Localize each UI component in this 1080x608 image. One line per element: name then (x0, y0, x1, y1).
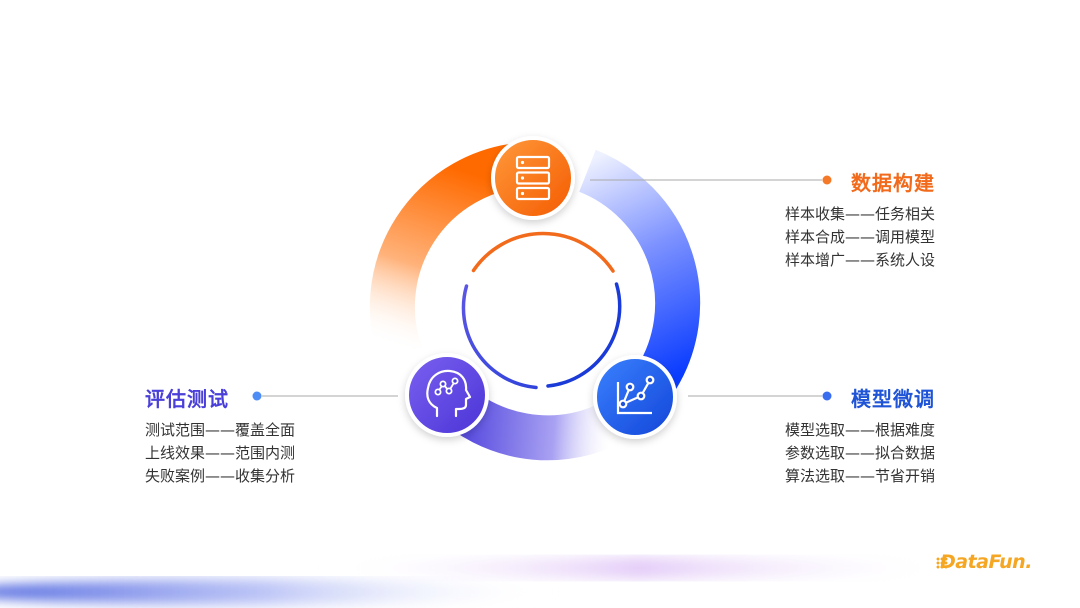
logo-text: DataFun. (940, 551, 1032, 573)
inner-ring-blue-right (546, 282, 622, 388)
list-item: 失败案例——收集分析 (145, 467, 296, 485)
server-icon (491, 136, 575, 220)
list-item: 模型选取——根据难度 (784, 421, 935, 439)
bottom-wave-pink (310, 557, 970, 579)
ring-arc-fine-tune (578, 149, 701, 390)
line-chart-icon (593, 355, 677, 439)
connector-dot-fine-tune (822, 391, 832, 401)
fine-tune-title: 模型微调 (851, 387, 935, 411)
logo-dots (936, 557, 948, 569)
evaluation-title: 评估测试 (145, 387, 229, 411)
list-item: 测试范围——覆盖全面 (145, 421, 296, 439)
list-item: 样本收集——任务相关 (784, 205, 935, 223)
bottom-wave-blue (0, 579, 560, 605)
list-item: 样本合成——调用模型 (784, 228, 935, 246)
fine-tune-items: 模型选取——根据难度 参数选取——拟合数据 算法选取——节省开销 (785, 419, 935, 488)
inner-ring-orange (471, 231, 615, 273)
list-item: 样本增广——系统人设 (784, 251, 935, 269)
data-build-title: 数据构建 (851, 171, 935, 195)
datafun-logo: DataFun. (936, 551, 1032, 573)
ring-arc-data-build (369, 142, 525, 363)
connector-dot-evaluation (252, 391, 262, 401)
connector-dot-data-build (822, 175, 832, 185)
list-item: 上线效果——范围内测 (145, 444, 296, 462)
list-item: 参数选取——拟合数据 (784, 444, 935, 462)
evaluation-items: 测试范围——覆盖全面 上线效果——范围内测 失败案例——收集分析 (145, 419, 295, 488)
list-item: 算法选取——节省开销 (784, 467, 935, 485)
inner-ring-blue (461, 284, 538, 390)
brain-head-icon (405, 353, 489, 437)
data-build-items: 样本收集——任务相关 样本合成——调用模型 样本增广——系统人设 (785, 203, 935, 272)
